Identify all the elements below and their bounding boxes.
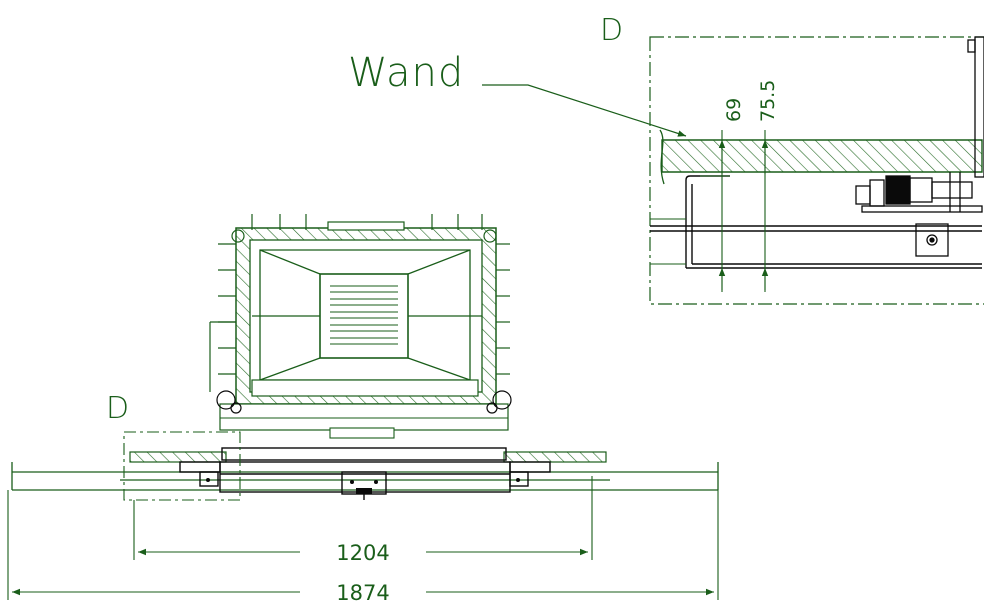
side-ribs	[209, 243, 510, 392]
wall-leader-line	[482, 84, 687, 137]
front-panel	[251, 379, 479, 397]
grille-slats	[330, 285, 398, 345]
detail-dimension-lines	[700, 130, 769, 292]
rail-profile	[650, 175, 982, 269]
rail-lines	[11, 462, 719, 491]
corner-rollers	[216, 229, 512, 414]
dimension-1204-value: 1204	[336, 541, 389, 565]
dimension-69: 69	[723, 98, 745, 122]
top-ribs	[251, 214, 483, 230]
wall-section	[661, 139, 983, 173]
rail-profile-main	[179, 447, 551, 500]
filter-grille	[319, 273, 409, 359]
handle	[329, 427, 395, 439]
housing-top-cap	[327, 221, 405, 231]
roller-hardware	[855, 36, 984, 257]
hood-assembly	[209, 214, 512, 439]
detail-letter-left: D	[106, 391, 129, 426]
ceiling-rail-section	[11, 431, 719, 501]
detail-d-view: 69 75.5	[649, 36, 984, 305]
wall-label: Wand	[348, 50, 464, 96]
dimension-75-5: 75.5	[757, 80, 779, 122]
base-plate	[219, 403, 509, 431]
dimension-1874	[7, 490, 719, 600]
dimension-1874-value: 1874	[336, 581, 389, 605]
detail-letter-top: D	[600, 13, 623, 48]
detail-d-marker-frame	[123, 431, 241, 501]
detail-d-frame	[649, 36, 984, 305]
dimension-1204	[133, 476, 593, 560]
ceiling-left	[129, 451, 227, 463]
wall-break-line	[659, 129, 665, 185]
rail-fasteners	[206, 478, 520, 494]
ceiling-right	[503, 451, 607, 463]
